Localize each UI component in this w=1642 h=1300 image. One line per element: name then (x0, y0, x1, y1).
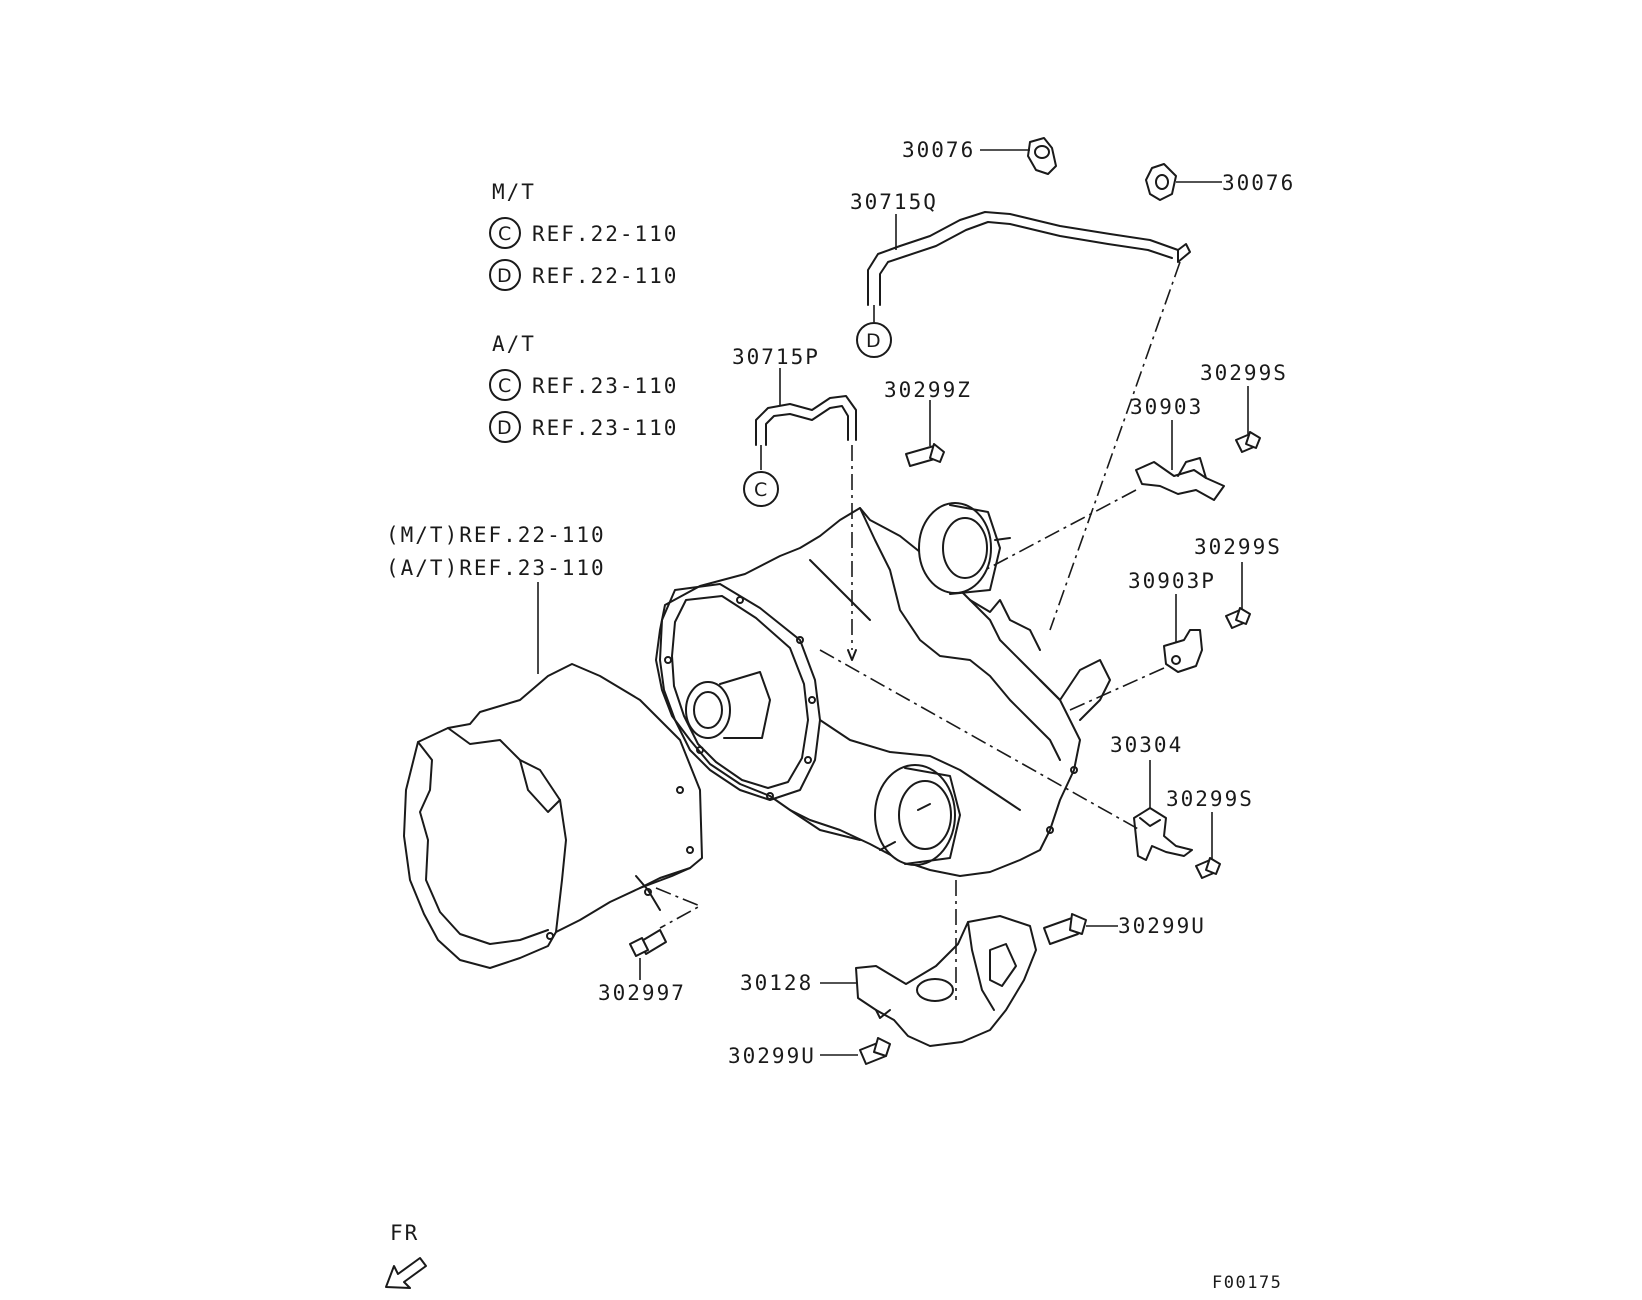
part-label-30304: 30304 (1110, 733, 1183, 757)
bolt-30299z: 30299Z (884, 378, 972, 467)
part-label-30903p: 30903P (1128, 569, 1216, 593)
bracket-30903p-locator (1069, 667, 1165, 711)
bracket-30304: 30304 (1110, 733, 1193, 861)
part-label-30299s-lower: 30299S (1166, 787, 1254, 811)
part-label-30715p: 30715P (732, 345, 820, 369)
part-label-30299u-lower: 30299U (728, 1044, 816, 1068)
legend-at-d-circle (489, 411, 521, 443)
part-label-30299z: 30299Z (884, 378, 972, 402)
part-label-30299u-right: 30299U (1118, 914, 1206, 938)
transmission-ref-at: (A/T)REF.23-110 (386, 556, 606, 580)
part-label-30715q: 30715Q (850, 190, 938, 214)
breather-hose-30715q (867, 211, 1179, 306)
legend-mt-d-ref: REF.22-110 (532, 264, 678, 288)
bolt-30299u-lower: 30299U (728, 1037, 891, 1068)
part-label-30299s-middle: 30299S (1194, 535, 1282, 559)
legend-at-c-letter: C (498, 375, 511, 397)
legend-mt-c-circle (489, 217, 521, 249)
figure-code: F00175 (1212, 1273, 1282, 1293)
connector-d-circle (856, 322, 892, 358)
connector-c-letter: C (754, 479, 767, 501)
transmission-housing (403, 663, 703, 969)
bolt-30299u-right: 30299U (1043, 913, 1206, 945)
legend: M/T C REF.22-110 D REF.22-110 A/T C REF.… (489, 180, 678, 443)
bolt-30299s-top: 30299S (1200, 361, 1288, 453)
transmission-ref-mt: (M/T)REF.22-110 (386, 523, 606, 547)
part-label-30299s-top: 30299S (1200, 361, 1288, 385)
legend-at-d-letter: D (497, 417, 512, 439)
hose-routing-line (1049, 261, 1181, 631)
front-direction-indicator: FR (385, 1221, 427, 1289)
legend-mt-d-circle (489, 259, 521, 291)
part-label-302997: 302997 (598, 981, 686, 1005)
transfer-case-body (655, 502, 1111, 877)
bracket-30903-locator (984, 489, 1137, 571)
part-label-30128: 30128 (740, 971, 813, 995)
bracket-30903: 30903 (1130, 395, 1225, 501)
legend-at-heading: A/T (492, 332, 536, 356)
connector-d-letter: D (866, 330, 881, 352)
part-label-30903: 30903 (1130, 395, 1203, 419)
hose-clip-30076-right: 30076 (1145, 163, 1295, 201)
direction-label: FR (390, 1221, 419, 1245)
bracket-30903p: 30903P (1128, 569, 1216, 673)
part-label-30076-left: 30076 (902, 138, 975, 162)
hose-clip-30076-left: 30076 (902, 137, 1057, 175)
part-label-30076-right: 30076 (1222, 171, 1295, 195)
bolt-30299s-middle: 30299S (1194, 535, 1282, 629)
main-locator-line (819, 649, 1141, 831)
breather-hose-30715p (755, 395, 857, 446)
bolt-30299s-lower: 30299S (1166, 787, 1254, 879)
bracket-30128: 30128 (740, 915, 1037, 1047)
bolt-302997: 302997 (598, 887, 702, 1005)
legend-at-d-ref: REF.23-110 (532, 416, 678, 440)
legend-at-c-ref: REF.23-110 (532, 374, 678, 398)
legend-mt-c-letter: C (498, 223, 511, 245)
legend-at-c-circle (489, 369, 521, 401)
connector-c-circle (743, 471, 779, 507)
legend-mt-c-ref: REF.22-110 (532, 222, 678, 246)
bolt-302997-locator (655, 887, 702, 929)
legend-mt-d-letter: D (497, 265, 512, 287)
front-direction-arrow-icon (385, 1257, 427, 1289)
legend-mt-heading: M/T (492, 180, 536, 204)
